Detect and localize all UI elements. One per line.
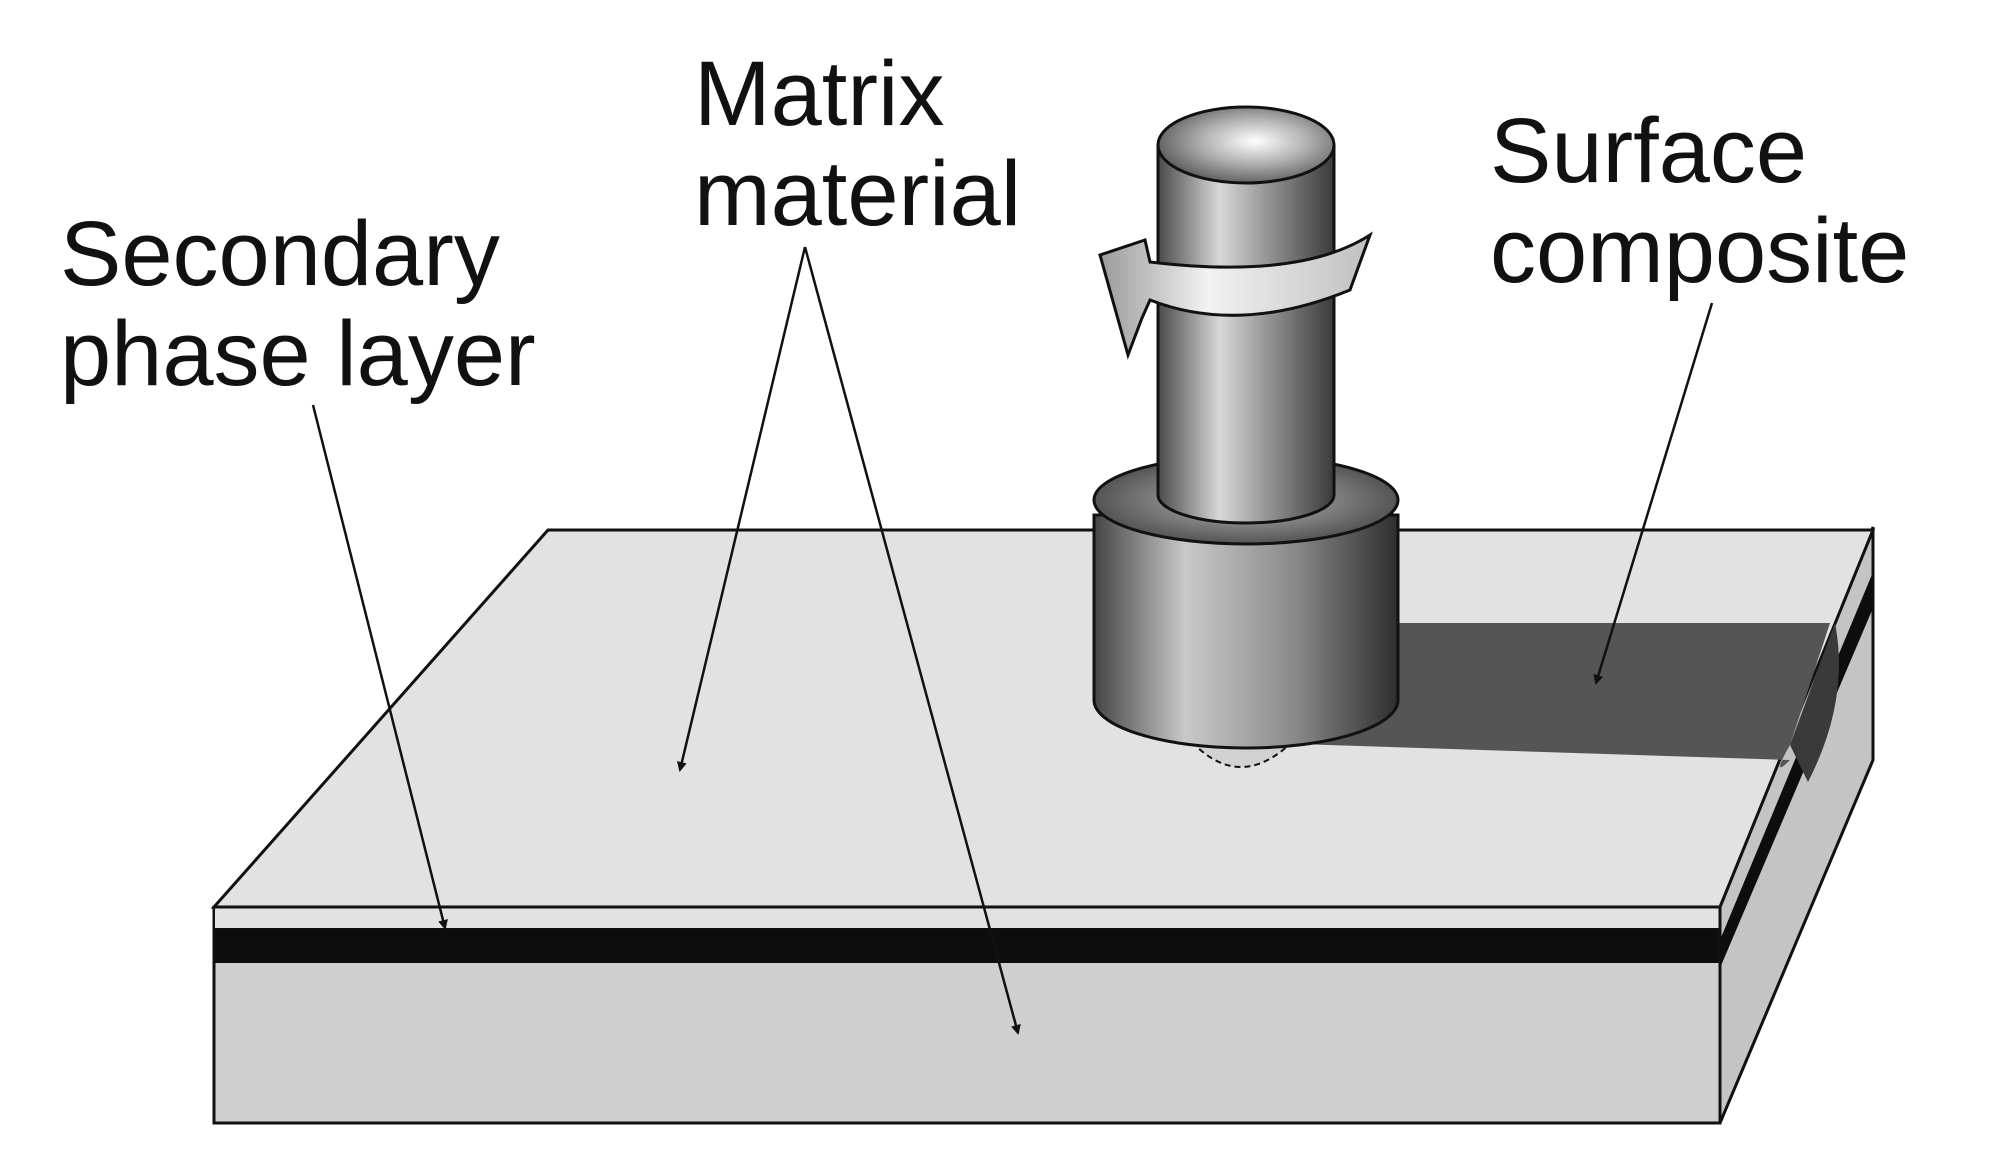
track-groove-edge	[1790, 623, 1839, 782]
matrix-label-line1: Matrix	[694, 43, 944, 145]
secondary-phase-leader	[311, 404, 448, 930]
matrix-label-line2: material	[694, 143, 1021, 245]
matrix-leader-front	[803, 246, 1021, 1035]
tool-shank	[1156, 143, 1336, 525]
matrix-leader-top	[676, 246, 807, 772]
secondary-phase-band-front	[214, 929, 1720, 963]
secondary-phase-label-line1: Secondary	[60, 203, 500, 305]
secondary-phase-label-line2: phase layer	[60, 303, 536, 405]
surface-composite-leader	[1593, 302, 1714, 685]
surface-composite-label-line2: composite	[1490, 200, 1909, 302]
surface-composite-label-line1: Surface	[1490, 100, 1807, 202]
rotation-arrow-icon	[1098, 231, 1373, 360]
tool-shank-top	[1156, 105, 1336, 185]
tool-shoulder	[1092, 513, 1400, 750]
